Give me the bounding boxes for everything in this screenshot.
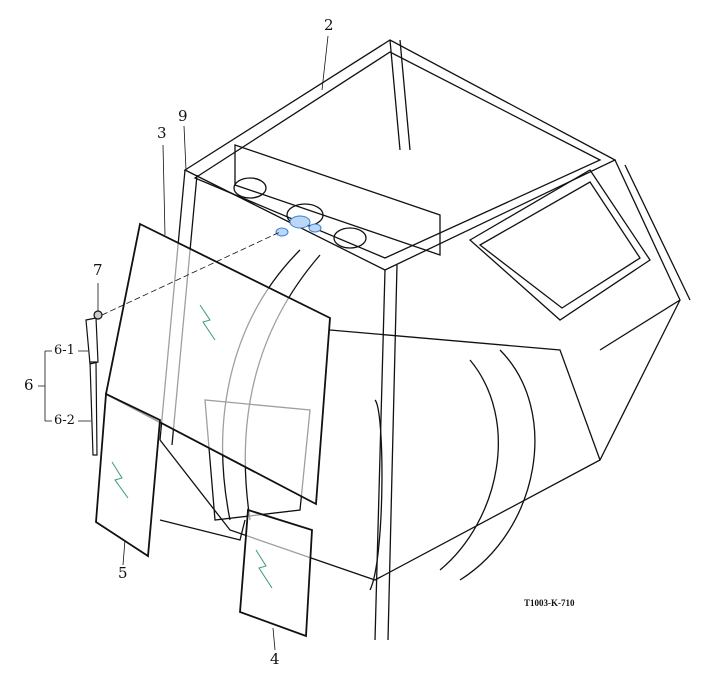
callout-2: 2 bbox=[324, 16, 334, 34]
callout-5: 5 bbox=[118, 564, 128, 582]
drawing-code: T1003-K-710 bbox=[524, 598, 575, 608]
callout-6: 6 bbox=[24, 376, 34, 394]
glass-panel-5 bbox=[95, 392, 161, 558]
callout-6-2: 6-2 bbox=[54, 413, 75, 428]
glass-panel-3 bbox=[104, 222, 331, 506]
callout-9: 9 bbox=[178, 107, 188, 125]
glass-panel-4 bbox=[239, 508, 313, 638]
callout-4: 4 bbox=[270, 650, 280, 668]
callout-7: 7 bbox=[93, 261, 103, 279]
leader-lines bbox=[38, 35, 329, 651]
glass-marks bbox=[111, 304, 273, 589]
callout-3: 3 bbox=[157, 124, 167, 142]
part-9-highlight bbox=[275, 215, 322, 237]
cab-frame bbox=[159, 39, 691, 641]
glass-panels bbox=[95, 222, 331, 638]
wiper-assembly bbox=[85, 310, 103, 456]
callout-6-1: 6-1 bbox=[54, 343, 75, 358]
